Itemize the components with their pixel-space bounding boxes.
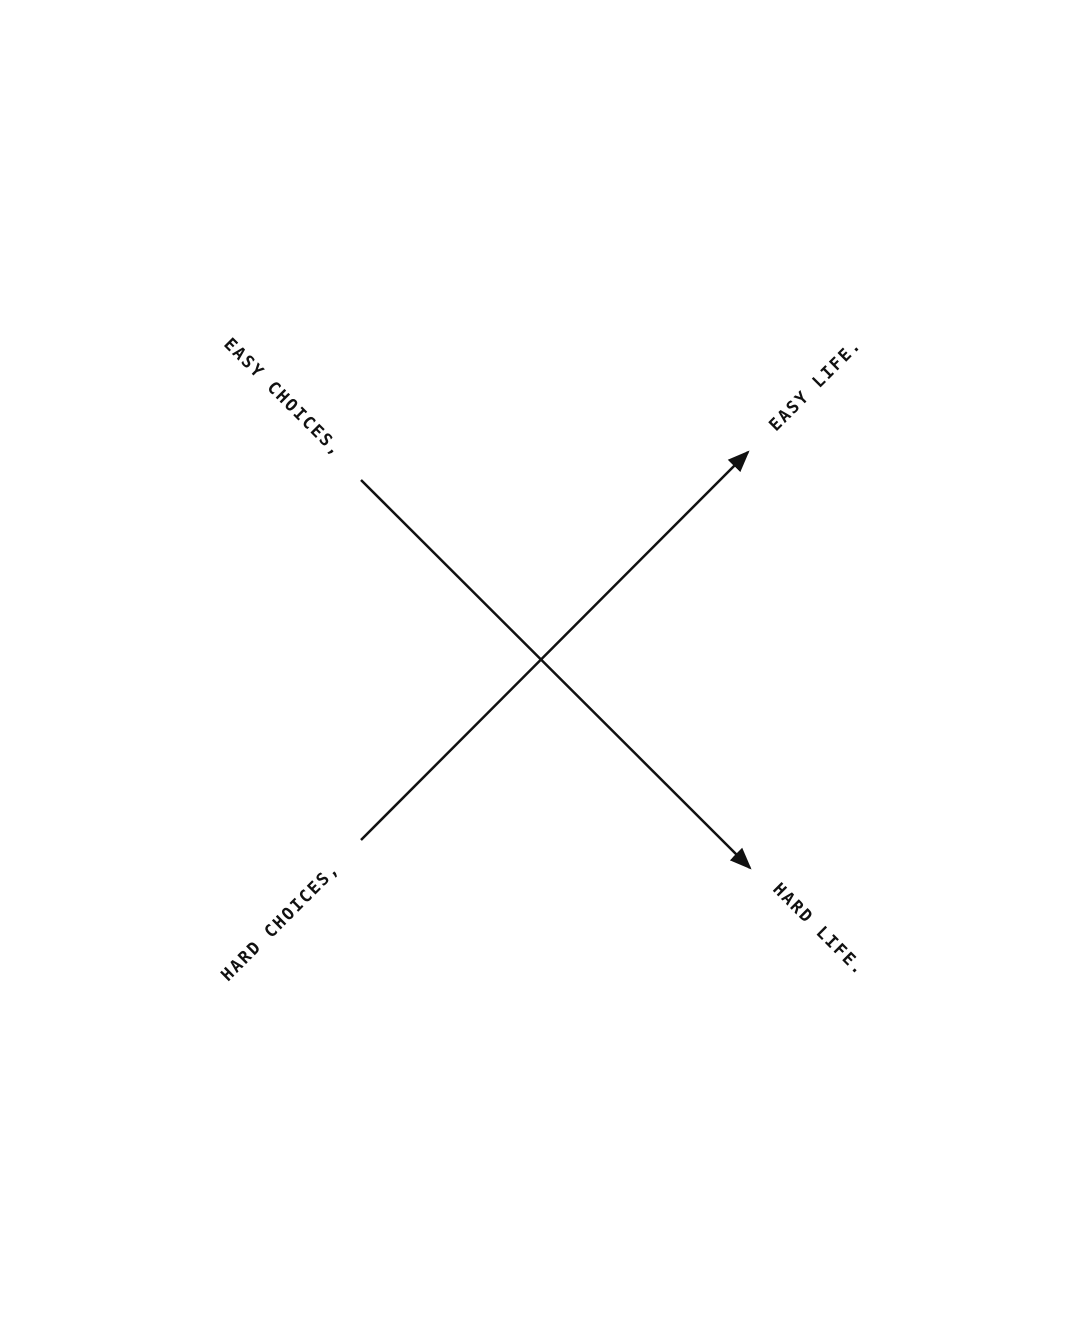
label-hard-choices: HARD CHOICES,: [217, 859, 344, 986]
arrow-easy-choices-to-hard-life: [360, 479, 752, 870]
label-easy-life: EASY LIFE.: [765, 335, 866, 436]
label-hard-life: HARD LIFE.: [768, 879, 869, 980]
arrow-hard-choices-to-easy-life: [360, 450, 750, 841]
label-easy-choices: EASY CHOICES,: [219, 334, 346, 461]
